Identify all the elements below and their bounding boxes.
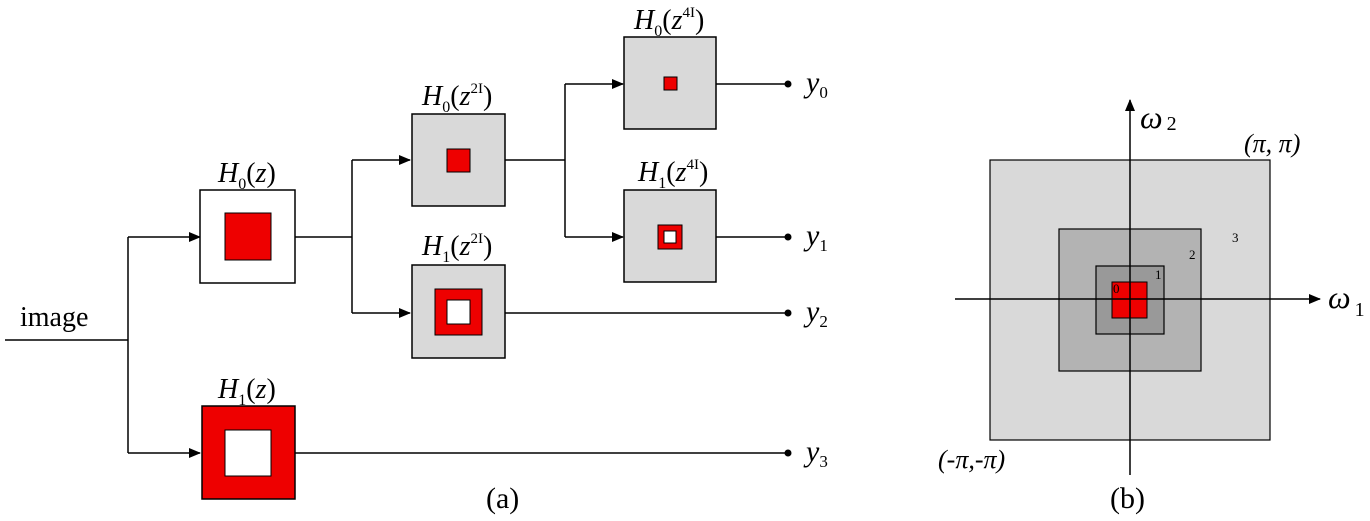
filter-box-h1z bbox=[201, 405, 296, 500]
label-h0z: H0(z) bbox=[217, 158, 276, 193]
filter-box-h0z4 bbox=[623, 36, 717, 130]
input-label: image bbox=[20, 302, 88, 333]
output-dot-y1 bbox=[784, 233, 792, 241]
output-dot-y2 bbox=[784, 309, 792, 317]
output-label-y1: y1 bbox=[803, 219, 828, 255]
label-h1z2: H1(z2I) bbox=[421, 231, 492, 266]
label-h1z: H1(z) bbox=[217, 374, 276, 409]
corner-label-top-right: (π, π) bbox=[1244, 129, 1300, 158]
band-label-1: 1 bbox=[1155, 267, 1162, 282]
band-label-2: 2 bbox=[1189, 247, 1196, 262]
corner-label-bottom-left: (-π,-π) bbox=[938, 445, 1005, 474]
caption-a: (a) bbox=[486, 482, 519, 515]
output-dot-y0 bbox=[784, 80, 792, 88]
output-label-y0: y0 bbox=[803, 66, 828, 102]
output-label-y2: y2 bbox=[803, 295, 828, 331]
output-label-y3: y3 bbox=[803, 435, 828, 471]
label-h0z2: H0(z2I) bbox=[421, 81, 492, 116]
filter-bank-diagram bbox=[5, 79, 788, 458]
label-h0z4: H0(z4I) bbox=[633, 5, 704, 40]
caption-b: (b) bbox=[1110, 482, 1145, 515]
output-dots bbox=[784, 80, 792, 457]
band-label-0: 0 bbox=[1113, 281, 1120, 296]
filter-box-h0z2 bbox=[411, 113, 506, 207]
filter-box-h1z4 bbox=[623, 189, 717, 283]
band-label-3: 3 bbox=[1232, 230, 1239, 245]
label-h1z4: H1(z4I) bbox=[637, 157, 708, 192]
filter-box-h0z bbox=[199, 189, 296, 284]
frequency-partition-diagram bbox=[955, 99, 1321, 475]
output-dot-y3 bbox=[784, 449, 792, 457]
filter-box-h1z2 bbox=[411, 264, 506, 359]
